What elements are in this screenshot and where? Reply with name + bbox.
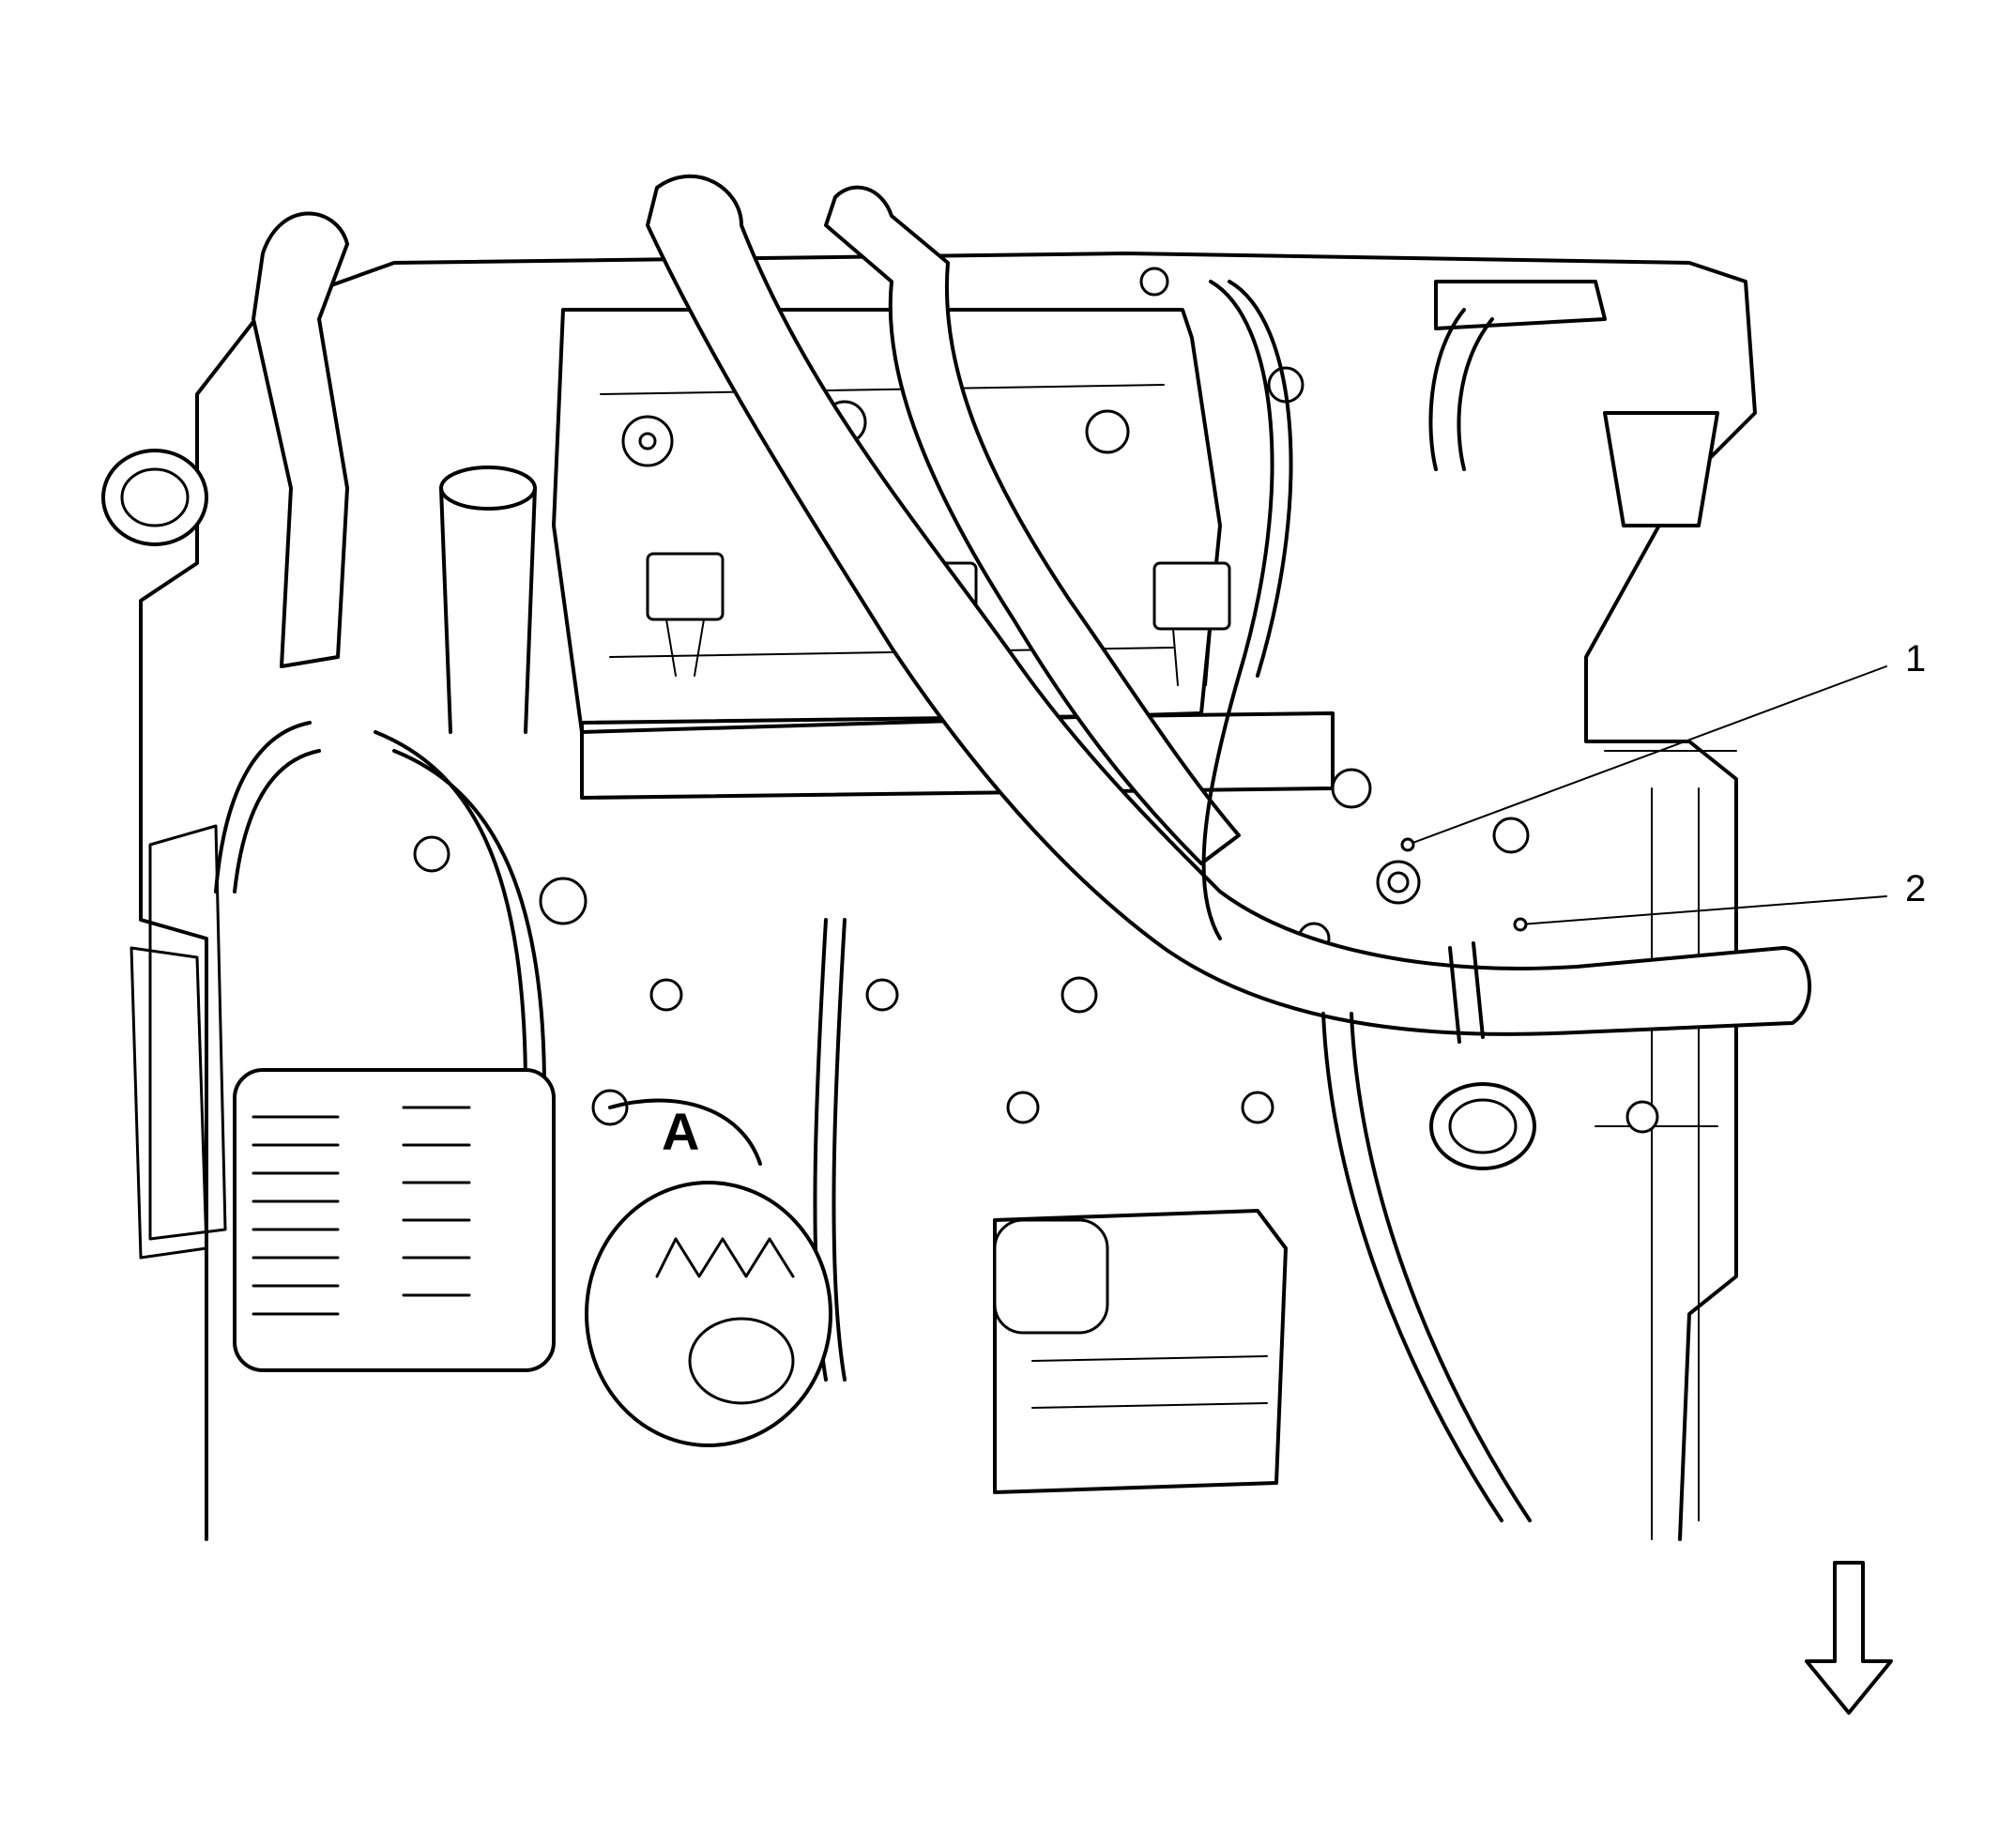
alternator xyxy=(233,1068,556,1372)
callout-2: 2 xyxy=(1513,868,1926,932)
callout-1: 1 xyxy=(1400,638,1926,852)
callout-1-label: 1 xyxy=(1905,638,1926,680)
main-coolant-hose xyxy=(646,174,1812,1044)
oil-filter xyxy=(585,1181,832,1447)
engine-mark-label: A xyxy=(662,1102,699,1161)
down-arrow-icon xyxy=(1805,1561,1893,1715)
starter-module xyxy=(993,1209,1288,1494)
callout-2-label: 2 xyxy=(1905,868,1926,909)
upper-hose xyxy=(824,185,1241,865)
engine-mark: A xyxy=(608,1098,762,1166)
right-hoses xyxy=(1428,280,1719,1170)
wiring-harness xyxy=(214,280,1532,1522)
left-hose xyxy=(252,211,349,668)
intake-pipe xyxy=(101,449,537,734)
